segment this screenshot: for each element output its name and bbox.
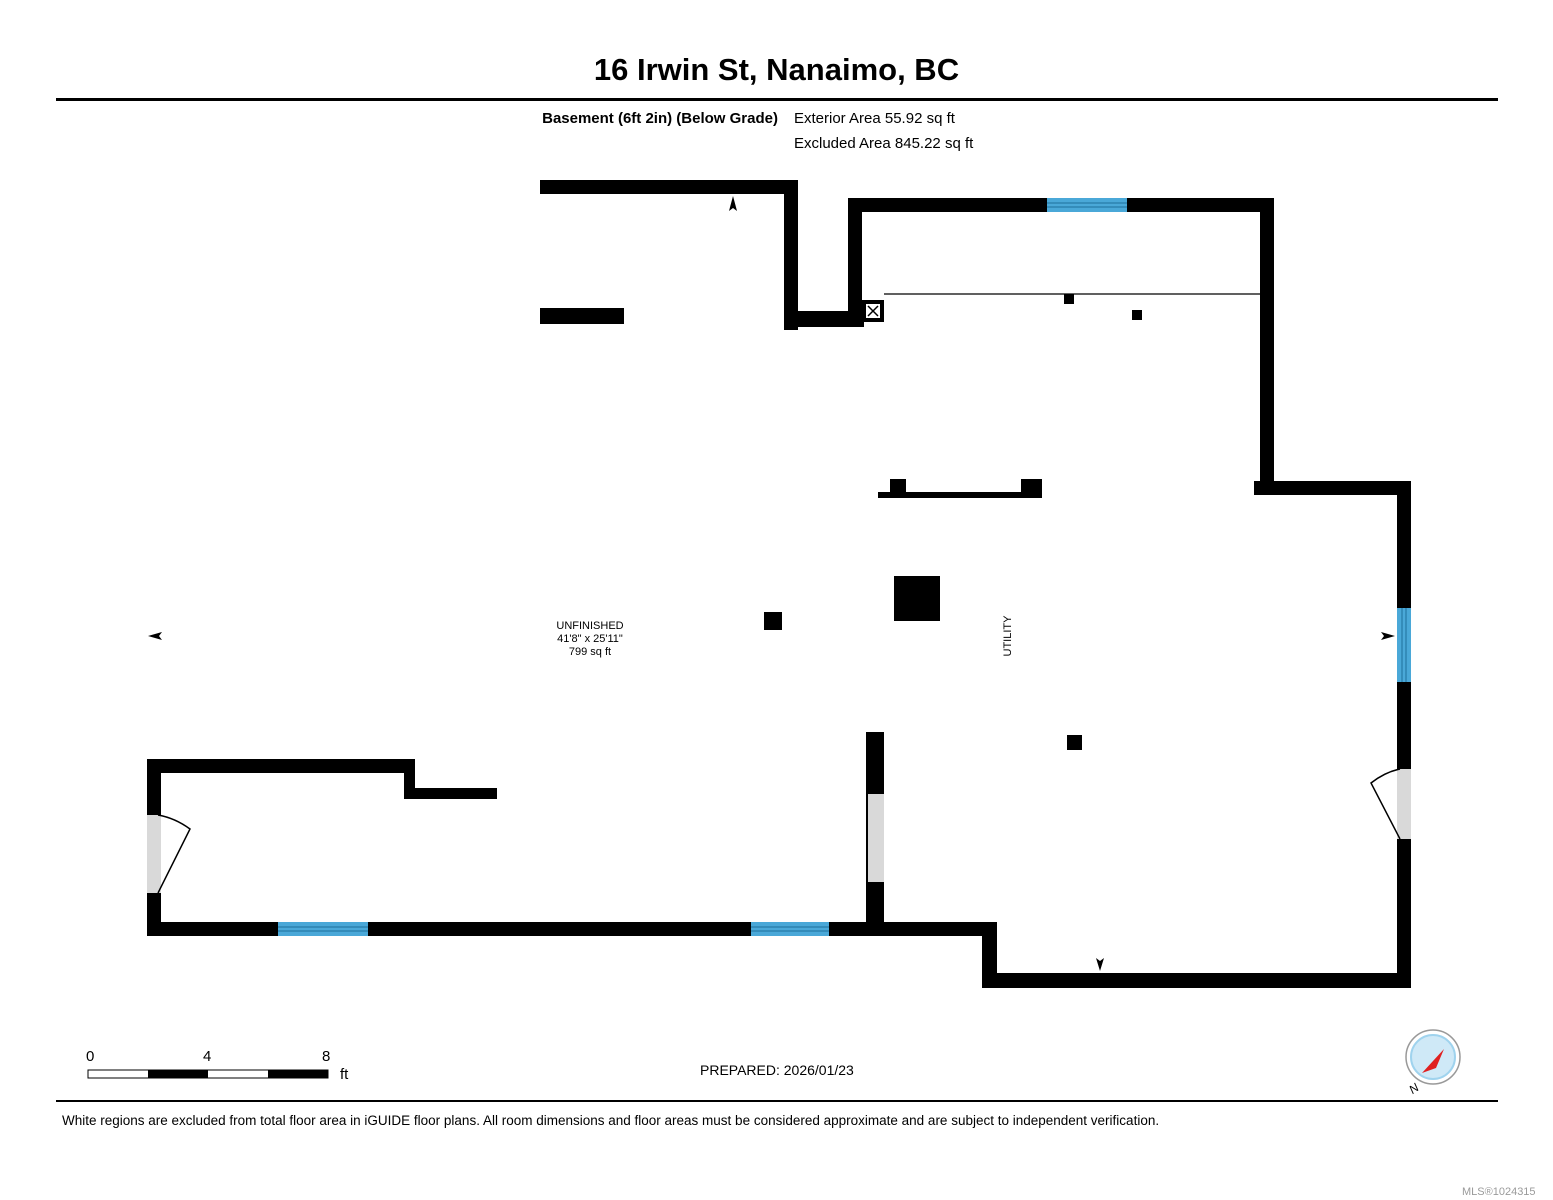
post	[1132, 310, 1142, 320]
wall	[1260, 198, 1274, 494]
marker	[1381, 632, 1395, 640]
compass-needle	[1422, 1049, 1444, 1073]
marker	[1096, 958, 1104, 971]
door-opening	[147, 815, 161, 893]
view-markers	[148, 196, 1395, 971]
room-label-unfinished: UNFINISHED 41'8" x 25'11" 799 sq ft	[490, 620, 690, 659]
scale-bar	[87, 1069, 329, 1079]
prepared-date: PREPARED: 2026/01/23	[700, 1062, 854, 1078]
window	[278, 922, 368, 936]
plan-title: 16 Irwin St, Nanaimo, BC	[593, 52, 960, 87]
wall	[866, 922, 997, 936]
wall	[848, 198, 862, 327]
wall	[1021, 479, 1042, 498]
post	[894, 576, 940, 621]
exterior-area: Exterior Area 55.92 sq ft	[794, 110, 955, 127]
walls	[147, 180, 1411, 988]
scale-tick-0: 0	[86, 1048, 95, 1065]
wall	[982, 973, 1411, 988]
wall	[147, 759, 415, 773]
title-divider	[56, 98, 1498, 101]
footer-divider	[56, 1100, 1498, 1102]
window	[751, 922, 829, 936]
scale-unit: ft	[340, 1066, 349, 1083]
excluded-area: Excluded Area 845.22 sq ft	[794, 135, 974, 152]
wall	[890, 479, 906, 496]
room-label-utility: UTILITY	[1002, 615, 1014, 657]
scale-tick-4: 4	[203, 1048, 212, 1065]
wall	[784, 311, 864, 327]
post	[1064, 294, 1074, 304]
windows	[278, 198, 1411, 936]
room-area: 799 sq ft	[568, 646, 612, 658]
post	[1067, 735, 1082, 750]
room-name: UNFINISHED	[556, 620, 624, 632]
wall	[1254, 481, 1410, 495]
compass-icon: N	[1405, 1029, 1461, 1097]
wall	[404, 759, 415, 799]
room-dimensions: 41'8" x 25'11"	[557, 633, 623, 645]
door-opening	[1397, 769, 1411, 839]
marker	[729, 196, 737, 211]
wall	[982, 922, 997, 988]
wall	[784, 180, 798, 330]
wall	[1397, 481, 1411, 988]
marker	[148, 632, 162, 640]
post	[764, 612, 782, 630]
wall	[540, 180, 798, 194]
door-swing	[157, 814, 191, 894]
door-opening	[868, 794, 884, 882]
compass-label: N	[1406, 1080, 1421, 1097]
mls-number: MLS®1024315	[1462, 1186, 1536, 1198]
disclaimer: White regions are excluded from total fl…	[62, 1113, 1160, 1128]
level-name: Basement (6ft 2in) (Below Grade)	[542, 110, 778, 127]
doors	[147, 768, 1411, 894]
wall	[878, 492, 1042, 498]
wall	[540, 308, 624, 324]
window	[1397, 608, 1411, 682]
door-swing	[1370, 768, 1401, 840]
scale-tick-8: 8	[322, 1048, 331, 1065]
wall	[404, 788, 497, 799]
window	[1047, 198, 1127, 212]
